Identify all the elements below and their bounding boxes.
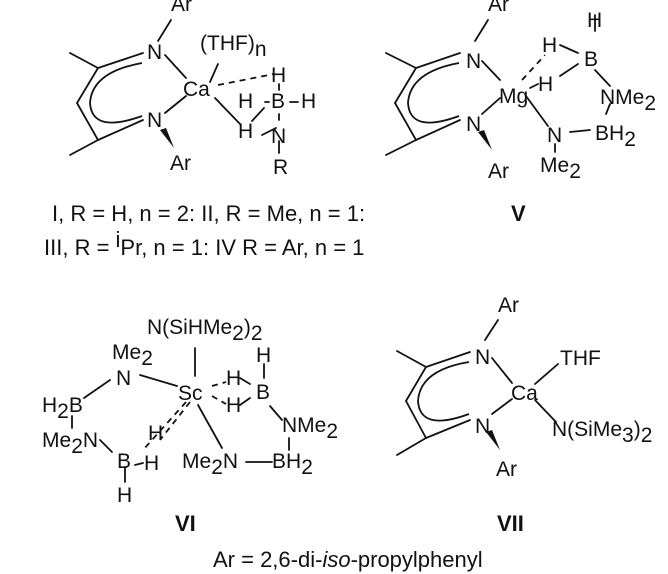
n-atom: N bbox=[147, 109, 162, 132]
compound-label-v: V bbox=[511, 201, 526, 226]
bh2-group: BH2 bbox=[595, 122, 636, 151]
h-atom: H bbox=[587, 9, 602, 32]
ar-label: Ar bbox=[498, 294, 519, 317]
h-atom: H bbox=[542, 34, 557, 57]
r-group: R bbox=[273, 156, 288, 179]
me2n-group: Me2N bbox=[182, 450, 238, 479]
h-atom: H bbox=[226, 367, 241, 390]
h-atom: H bbox=[538, 73, 553, 96]
compound-label-vi: VI bbox=[175, 511, 196, 536]
h-atom: H bbox=[148, 422, 163, 445]
ca-atom: Ca bbox=[183, 78, 210, 101]
thf-ligand: THF bbox=[560, 347, 601, 370]
ar-label: Ar bbox=[496, 458, 517, 481]
h-atom: H bbox=[301, 90, 316, 113]
ar-label: Ar bbox=[488, 160, 509, 183]
n-atom: N bbox=[271, 125, 286, 148]
h-atom: H bbox=[144, 452, 159, 475]
ar-label: Ar bbox=[171, 0, 192, 16]
n-atom: N bbox=[475, 415, 490, 438]
b-atom: B bbox=[256, 381, 270, 404]
structure-vii-ca: Ar N N Ca THF N(SiMe3)2 Ar bbox=[396, 294, 652, 481]
structure-ca-amidoborane: Ar N N Ca (THF)n H H B H H N R Ar bbox=[69, 0, 316, 179]
mg-atom: Mg bbox=[499, 85, 528, 108]
h2b-group: H2B bbox=[42, 394, 83, 423]
h-atom: H bbox=[271, 64, 286, 87]
n-atom: N bbox=[466, 50, 481, 73]
n-atom: N bbox=[466, 113, 481, 136]
sc-atom: Sc bbox=[178, 382, 203, 405]
thf-ligand: (THF)n bbox=[200, 32, 267, 61]
ar-label: Ar bbox=[488, 0, 509, 16]
ar-label: Ar bbox=[170, 152, 191, 175]
h-atom: H bbox=[256, 344, 271, 367]
n-atom: N bbox=[547, 124, 562, 147]
n-sime3-group: N(SiMe3)2 bbox=[552, 418, 652, 447]
n-sihme2-group: N(SiHMe2)2 bbox=[147, 316, 263, 345]
bh2-group: BH2 bbox=[272, 450, 313, 479]
n-atom: N bbox=[475, 346, 490, 369]
me2-group: Me2 bbox=[112, 341, 153, 370]
structure-v-mg: Ar N N Mg H H H B NMe2 BH2 N Me2 Ar bbox=[385, 0, 656, 183]
h-atom: H bbox=[226, 394, 241, 417]
compound-caption-line-1: I, R = H, n = 2: II, R = Me, n = 1: bbox=[52, 201, 365, 226]
nme2-group: NMe2 bbox=[282, 414, 338, 443]
b-atom: B bbox=[584, 48, 598, 71]
b-atom: B bbox=[271, 90, 285, 113]
h-atom: H bbox=[117, 484, 132, 507]
h-atom: H bbox=[238, 90, 253, 113]
b-atom: B bbox=[117, 450, 131, 473]
compound-caption-line-2: III, R = iPr, n = 1: IV R = Ar, n = 1 bbox=[44, 227, 364, 260]
me2n-group: Me2N bbox=[42, 429, 98, 458]
h-atom: H bbox=[238, 120, 253, 143]
ca-atom: Ca bbox=[511, 382, 538, 405]
n-atom: N bbox=[116, 367, 131, 390]
compound-label-vii: VII bbox=[497, 511, 524, 536]
nme2-group: NMe2 bbox=[600, 86, 656, 115]
structure-vi-sc: N(SiHMe2)2 Me2 N Sc H2B Me2N B H H H H H… bbox=[42, 316, 338, 507]
ar-definition-footer: Ar = 2,6-di-iso-propylphenyl bbox=[213, 547, 483, 572]
n-atom: N bbox=[147, 41, 162, 64]
me2-group: Me2 bbox=[540, 154, 581, 183]
